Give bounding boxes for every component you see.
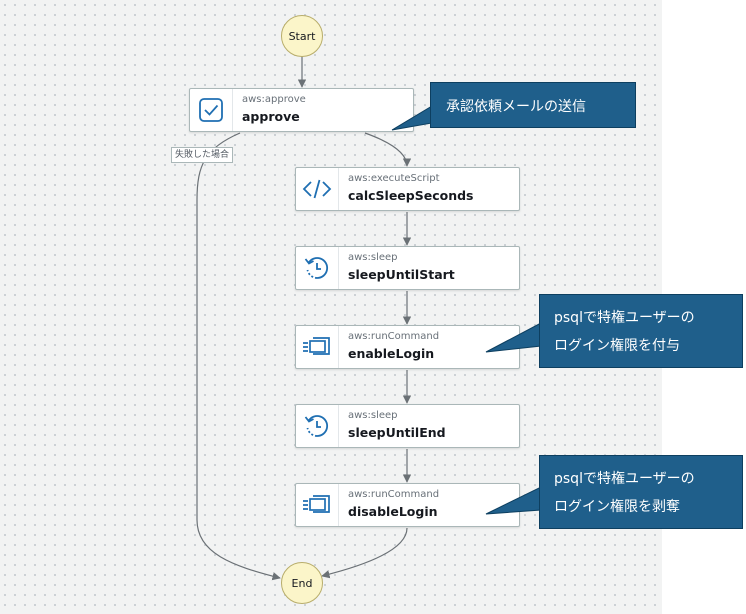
step-calcSleepSeconds[interactable]: aws:executeScript calcSleepSeconds <box>295 167 520 211</box>
callout-text: ログイン権限を付与 <box>554 338 680 354</box>
run-command-icon <box>296 484 339 526</box>
edge-approve-calc <box>364 132 412 167</box>
edge-disable-end <box>321 527 408 579</box>
callout-text: 承認依頼メールの送信 <box>446 99 586 115</box>
step-type: aws:runCommand <box>348 331 440 342</box>
callout-text: ログイン権限を剥奪 <box>554 499 680 515</box>
step-disableLogin[interactable]: aws:runCommand disableLogin <box>295 483 520 527</box>
callout-text: psqlで特権ユーザーの <box>554 471 695 487</box>
step-name: approve <box>242 109 300 124</box>
callout-approve: 承認依頼メールの送信 <box>430 82 636 128</box>
step-type: aws:executeScript <box>348 173 440 184</box>
timer-icon <box>296 247 339 289</box>
start-label: Start <box>288 29 316 43</box>
step-type: aws:sleep <box>348 252 398 263</box>
timer-icon <box>296 405 339 447</box>
step-name: disableLogin <box>348 504 438 519</box>
step-name: calcSleepSeconds <box>348 188 474 203</box>
code-icon <box>296 168 339 210</box>
check-icon <box>190 89 233 131</box>
step-approve[interactable]: aws:approve approve <box>189 88 414 132</box>
step-name: sleepUntilStart <box>348 267 455 282</box>
callout-pointer-approve <box>391 105 433 131</box>
step-type: aws:sleep <box>348 410 398 421</box>
step-type: aws:approve <box>242 94 306 105</box>
step-name: sleepUntilEnd <box>348 425 446 440</box>
step-sleepUntilEnd[interactable]: aws:sleep sleepUntilEnd <box>295 404 520 448</box>
callout-pointer-disable <box>485 486 542 515</box>
step-name: enableLogin <box>348 346 435 361</box>
callout-enable-login: psqlで特権ユーザーの ログイン権限を付与 <box>539 294 743 368</box>
step-enableLogin[interactable]: aws:runCommand enableLogin <box>295 325 520 369</box>
step-sleepUntilStart[interactable]: aws:sleep sleepUntilStart <box>295 246 520 290</box>
fail-branch-label: 失敗した場合 <box>171 147 234 163</box>
end-label: End <box>291 576 313 590</box>
start-node[interactable]: Start <box>281 15 323 57</box>
callout-disable-login: psqlで特権ユーザーの ログイン権限を剥奪 <box>539 455 743 529</box>
end-node[interactable]: End <box>281 562 323 604</box>
callout-text: psqlで特権ユーザーの <box>554 310 695 326</box>
callout-pointer-enable <box>485 322 542 353</box>
run-command-icon <box>296 326 339 368</box>
step-type: aws:runCommand <box>348 489 440 500</box>
